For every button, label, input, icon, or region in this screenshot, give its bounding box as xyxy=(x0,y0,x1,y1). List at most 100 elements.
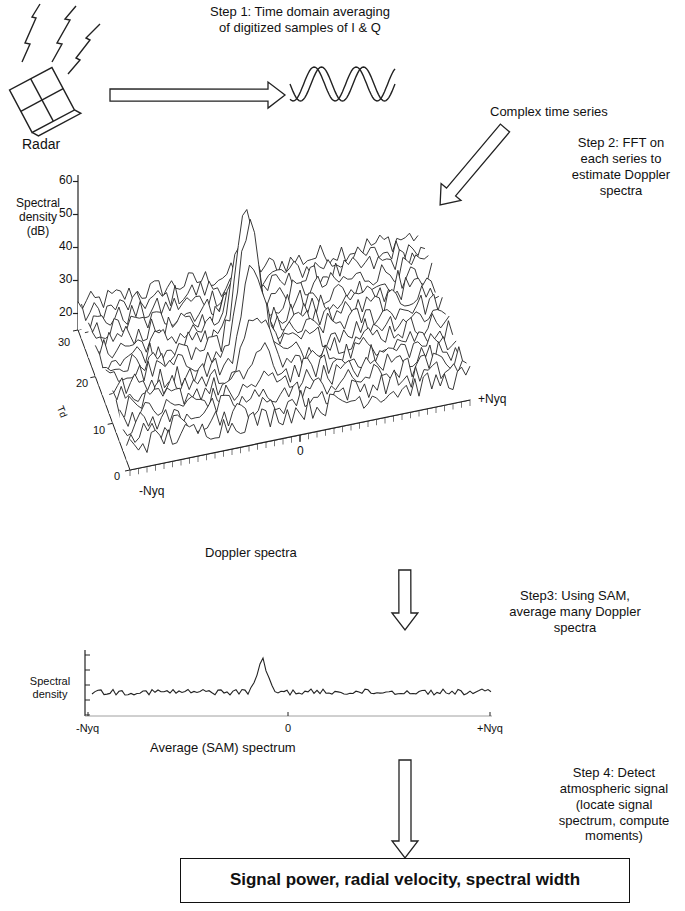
axis-label: 60 xyxy=(59,174,72,188)
y-tick xyxy=(73,280,78,281)
front-edge-tick xyxy=(147,467,148,473)
output-text: Signal power, radial velocity, spectral … xyxy=(193,869,617,890)
front-edge-tick xyxy=(410,412,411,418)
depth-tick xyxy=(73,330,78,331)
front-edge-tick xyxy=(308,433,309,439)
complex-time-series-waves xyxy=(290,67,395,101)
front-edge-tick xyxy=(232,449,233,455)
front-edge-tick xyxy=(393,416,394,422)
axis-label: 20 xyxy=(76,377,88,390)
avg-y-axis xyxy=(84,650,85,716)
axis-label: 30 xyxy=(58,336,70,349)
avg-x-tick xyxy=(490,712,491,716)
depth-tick xyxy=(90,377,95,378)
depth-tick xyxy=(108,423,113,424)
sine-wave xyxy=(290,67,395,101)
front-edge-tick xyxy=(257,444,258,450)
step-label: Step 2: FFT on each series to estimate D… xyxy=(562,135,680,198)
front-edge-tick xyxy=(470,400,471,406)
front-edge-tick xyxy=(181,460,182,466)
y-tick xyxy=(73,313,78,314)
front-edge-tick xyxy=(223,451,224,457)
axis-label: +Nyq xyxy=(478,393,506,407)
front-edge-tick xyxy=(427,409,428,415)
front-edge-tick xyxy=(359,423,360,429)
spectrum-series xyxy=(130,366,470,452)
stage-label: Doppler spectra xyxy=(205,545,365,561)
front-edge-tick xyxy=(172,461,173,467)
front-edge-tick xyxy=(368,421,369,427)
front-edge-tick xyxy=(385,418,386,424)
axis-label: Spectral density xyxy=(20,675,80,700)
axis-label: 0 xyxy=(114,470,120,483)
block-arrow xyxy=(392,570,418,630)
front-edge-tick xyxy=(453,404,454,410)
front-edge-tick xyxy=(351,425,352,431)
avg-y-tick xyxy=(85,700,90,701)
front-edge-tick xyxy=(206,454,207,460)
front-edge-tick xyxy=(155,465,156,471)
front-edge-tick xyxy=(334,428,335,434)
y-tick xyxy=(73,247,78,248)
axis-label: 0 xyxy=(285,722,291,735)
avg-y-tick xyxy=(85,655,90,656)
axis-label: 20 xyxy=(59,306,72,320)
stage-label: Average (SAM) spectrum xyxy=(150,740,350,756)
step-label: Step3: Using SAM, average many Doppler s… xyxy=(505,588,645,636)
avg-x-tick xyxy=(288,712,289,716)
axis-label: 30 xyxy=(59,273,72,287)
front-edge-tick xyxy=(376,419,377,425)
step-label: Step 4: Detect atmospheric signal (locat… xyxy=(548,765,680,844)
front-edge-tick xyxy=(419,411,420,417)
axis-label: 50 xyxy=(59,207,72,221)
avg-y-tick xyxy=(85,685,90,686)
output-box: Signal power, radial velocity, spectral … xyxy=(180,858,630,903)
front-edge-tick xyxy=(300,435,301,441)
front-edge-tick xyxy=(130,470,131,476)
front-edge-tick xyxy=(342,426,343,432)
axis-label: +Nyq xyxy=(477,722,503,735)
avg-y-tick xyxy=(85,670,90,671)
series-mask xyxy=(130,366,470,470)
axis-label: 10 xyxy=(93,424,105,437)
step-label: Step 1: Time domain averaging of digitiz… xyxy=(205,4,395,36)
front-edge-tick xyxy=(325,430,326,436)
front-edge-tick xyxy=(444,405,445,411)
front-edge-tick xyxy=(249,446,250,452)
time-series-stage: Complex time series xyxy=(285,58,680,128)
front-edge xyxy=(130,400,470,470)
average-spectrum-stage: Average (SAM) spectrum xyxy=(20,630,520,760)
front-edge-tick xyxy=(198,456,199,462)
front-edge-tick xyxy=(317,432,318,438)
depth-tick xyxy=(125,470,130,471)
stage-label: Complex time series xyxy=(490,104,675,120)
block-arrow xyxy=(440,124,510,205)
doppler-spectra-stage: Doppler spectra xyxy=(160,205,520,570)
radar-icon xyxy=(10,4,100,138)
front-edge-tick xyxy=(164,463,165,469)
y-tick xyxy=(73,181,78,182)
front-edge-tick xyxy=(291,437,292,443)
front-edge-tick xyxy=(283,439,284,445)
y-tick xyxy=(73,214,78,215)
sine-wave xyxy=(290,67,395,101)
front-edge-tick xyxy=(461,402,462,408)
front-edge-tick xyxy=(402,414,403,420)
radar-unit: Radar xyxy=(0,0,110,160)
front-edge-tick xyxy=(266,442,267,448)
axis-label: 0 xyxy=(297,445,304,459)
average-spectrum-plot xyxy=(85,650,492,716)
front-edge-tick xyxy=(436,407,437,413)
axis-label: -Nyq xyxy=(76,722,99,735)
front-edge-tick xyxy=(240,447,241,453)
axis-label: 40 xyxy=(59,240,72,254)
front-edge-tick xyxy=(138,468,139,474)
axis-label: Td xyxy=(54,404,69,419)
block-arrow xyxy=(392,760,418,858)
front-edge-tick xyxy=(215,453,216,459)
front-edge-tick xyxy=(274,440,275,446)
avg-x-tick xyxy=(88,712,89,716)
block-arrow xyxy=(110,82,285,108)
front-edge-tick xyxy=(189,458,190,464)
doppler-spectra-plot xyxy=(73,175,470,476)
